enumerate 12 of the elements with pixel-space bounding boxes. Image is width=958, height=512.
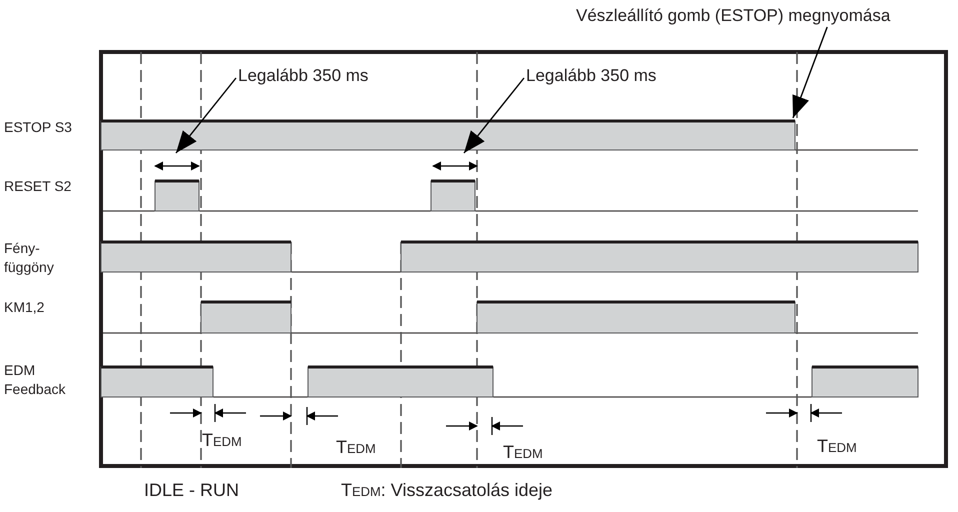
leader-line xyxy=(792,26,828,118)
signal-name: Fény- függöny xyxy=(4,239,55,277)
leader-line xyxy=(463,78,525,154)
signal-name: EDM Feedback xyxy=(4,361,66,399)
leader-line xyxy=(175,78,237,154)
signal-name: KM1,2 xyxy=(4,298,46,317)
annotation-text: Legalább 350 ms xyxy=(238,66,368,86)
mode-label: IDLE - RUN xyxy=(144,480,240,500)
signal-name: RESET S2 xyxy=(4,177,72,196)
signal-name: ESTOP S3 xyxy=(4,118,73,137)
annotation-text: Vészleállító gomb (ESTOP) megnyomása xyxy=(576,6,890,26)
annotation-text: Legalább 350 ms xyxy=(526,66,656,86)
